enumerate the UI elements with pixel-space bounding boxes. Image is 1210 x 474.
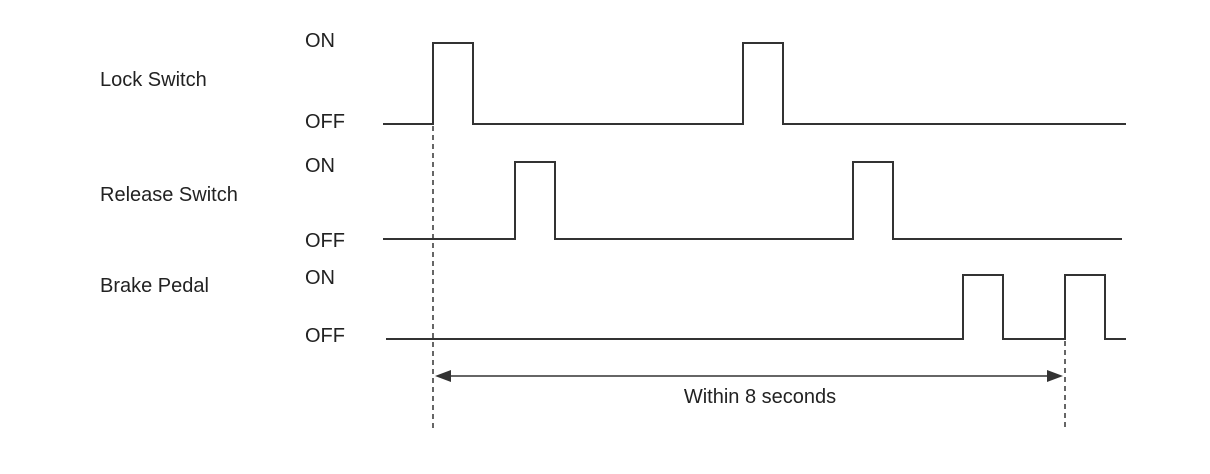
brake-pedal-waveform (386, 274, 1126, 340)
time-span-label: Within 8 seconds (684, 386, 836, 408)
release-switch-waveform (383, 161, 1122, 240)
release-switch-on-label: ON (305, 155, 335, 177)
lock-switch-off-label: OFF (305, 111, 345, 133)
signal-name-lock-switch: Lock Switch (100, 69, 207, 91)
lock-switch-on-label: ON (305, 30, 335, 52)
signal-name-brake-pedal: Brake Pedal (100, 275, 209, 297)
lock-switch-waveform (383, 42, 1126, 125)
brake-pedal-on-label: ON (305, 267, 335, 289)
brake-pedal-off-label: OFF (305, 325, 345, 347)
arrow-right-icon (1047, 370, 1063, 382)
release-switch-off-label: OFF (305, 230, 345, 252)
arrow-left-icon (435, 370, 451, 382)
signal-name-release-switch: Release Switch (100, 184, 238, 206)
